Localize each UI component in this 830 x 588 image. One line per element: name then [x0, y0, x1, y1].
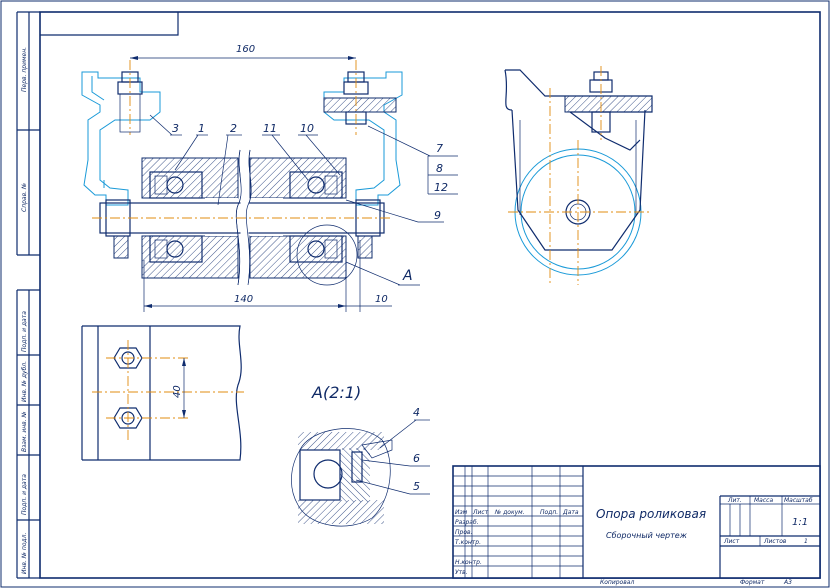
callout-3: 3 [172, 122, 179, 135]
front-view-section: 160 [81, 44, 458, 312]
tb-scale-label: Масштаб [784, 497, 813, 504]
tb-row-checked: Пров. [455, 529, 473, 536]
detail-a-view: A(2:1) 4 6 5 [291, 383, 430, 527]
callout-5: 5 [413, 480, 420, 493]
section-label-a: A [402, 268, 413, 284]
margin-label-ref-no: Справ. № [21, 183, 28, 212]
callout-7: 7 [436, 142, 443, 155]
callout-9: 9 [434, 209, 441, 222]
margin-label-sign-date-1: Подп. и дата [21, 311, 28, 352]
tb-row-developed: Разраб. [455, 519, 479, 526]
tb-sheets-label: Листов [763, 538, 787, 545]
tb-sheets-value: 1 [804, 538, 808, 545]
callout-4: 4 [413, 406, 420, 419]
margin-label-orig-inv: Инв. № подл. [21, 533, 28, 574]
left-margin-strip: Перв. примен. Справ. № Подп. и дата Инв.… [16, 11, 40, 579]
callout-2: 2 [230, 122, 237, 135]
detail-label: A(2:1) [311, 383, 361, 402]
tb-col-sign: Подп. [540, 509, 558, 516]
dimension-160: 160 [236, 44, 255, 55]
tb-col-date: Дата [562, 509, 579, 516]
margin-label-replace-inv: Взам. инв. № [21, 411, 28, 452]
callout-11: 11 [263, 122, 277, 135]
margin-label-first-use: Перв. примен. [21, 47, 28, 92]
tb-col-izm: Изм [455, 509, 468, 516]
drawing-title: Опора роликовая [596, 507, 706, 521]
tb-format-value: A3 [783, 579, 792, 586]
tb-mass-label: Масса [754, 497, 773, 504]
drawing-subtitle: Сборочный чертеж [606, 531, 688, 540]
dimension-10: 10 [375, 294, 388, 305]
plan-view: 40 [81, 325, 244, 461]
tb-lit-label: Лит. [727, 497, 742, 504]
tb-copied: Копировал [600, 579, 634, 586]
tb-scale-value: 1:1 [792, 517, 808, 528]
margin-label-sign-date-2: Подп. и дата [21, 474, 28, 515]
tb-row-tcontrol: Т.контр. [455, 539, 481, 546]
dimension-40: 40 [172, 385, 183, 398]
margin-label-dup-inv: Инв. № дубл. [21, 361, 28, 402]
callout-1: 1 [198, 122, 205, 135]
tb-row-approved: Утв. [455, 569, 468, 576]
tb-row-ncontrol: Н.контр. [455, 559, 482, 566]
callout-8: 8 [436, 162, 443, 175]
tb-col-list: Лист [472, 509, 489, 516]
callout-10: 10 [300, 122, 314, 135]
side-view [504, 66, 653, 285]
tb-col-docno: № докум. [494, 509, 525, 516]
tb-sheet-label: Лист [723, 538, 740, 545]
dimension-140: 140 [234, 294, 253, 305]
callout-6: 6 [413, 452, 420, 465]
tb-format-label: Формат [740, 579, 765, 586]
title-block: Изм Лист № докум. Подп. Дата Разраб. Про… [452, 465, 821, 586]
callout-12: 12 [434, 181, 448, 194]
